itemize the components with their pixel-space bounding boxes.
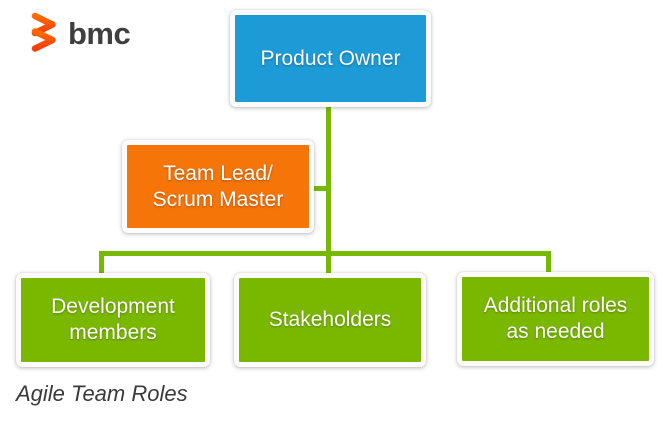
connector-drop-additional [546,251,551,276]
connector-drop-development [99,251,104,277]
bmc-chevron-icon [31,12,56,52]
node-development-members: Development members [16,273,210,367]
node-development-members-label: Development members [51,295,175,344]
bmc-logo: bmc [28,12,131,52]
node-stakeholders-label: Stakeholders [268,308,392,332]
connector-team-lead-branch [310,186,327,191]
node-product-owner: Product Owner [230,10,431,107]
node-team-lead-label: Team Lead/ Scrum Master [152,161,284,211]
bmc-logo-text: bmc [68,15,131,51]
connector-product-owner-to-row [326,104,331,277]
diagram-caption: Agile Team Roles [16,381,188,406]
connector-horizontal-bar [99,251,551,256]
node-team-lead-scrum-master: Team Lead/ Scrum Master [122,140,314,233]
node-additional-roles: Additional roles as needed [457,272,654,366]
node-product-owner-label: Product Owner [260,46,401,70]
node-additional-roles-label: Additional roles as needed [483,294,628,343]
node-stakeholders: Stakeholders [234,273,426,367]
